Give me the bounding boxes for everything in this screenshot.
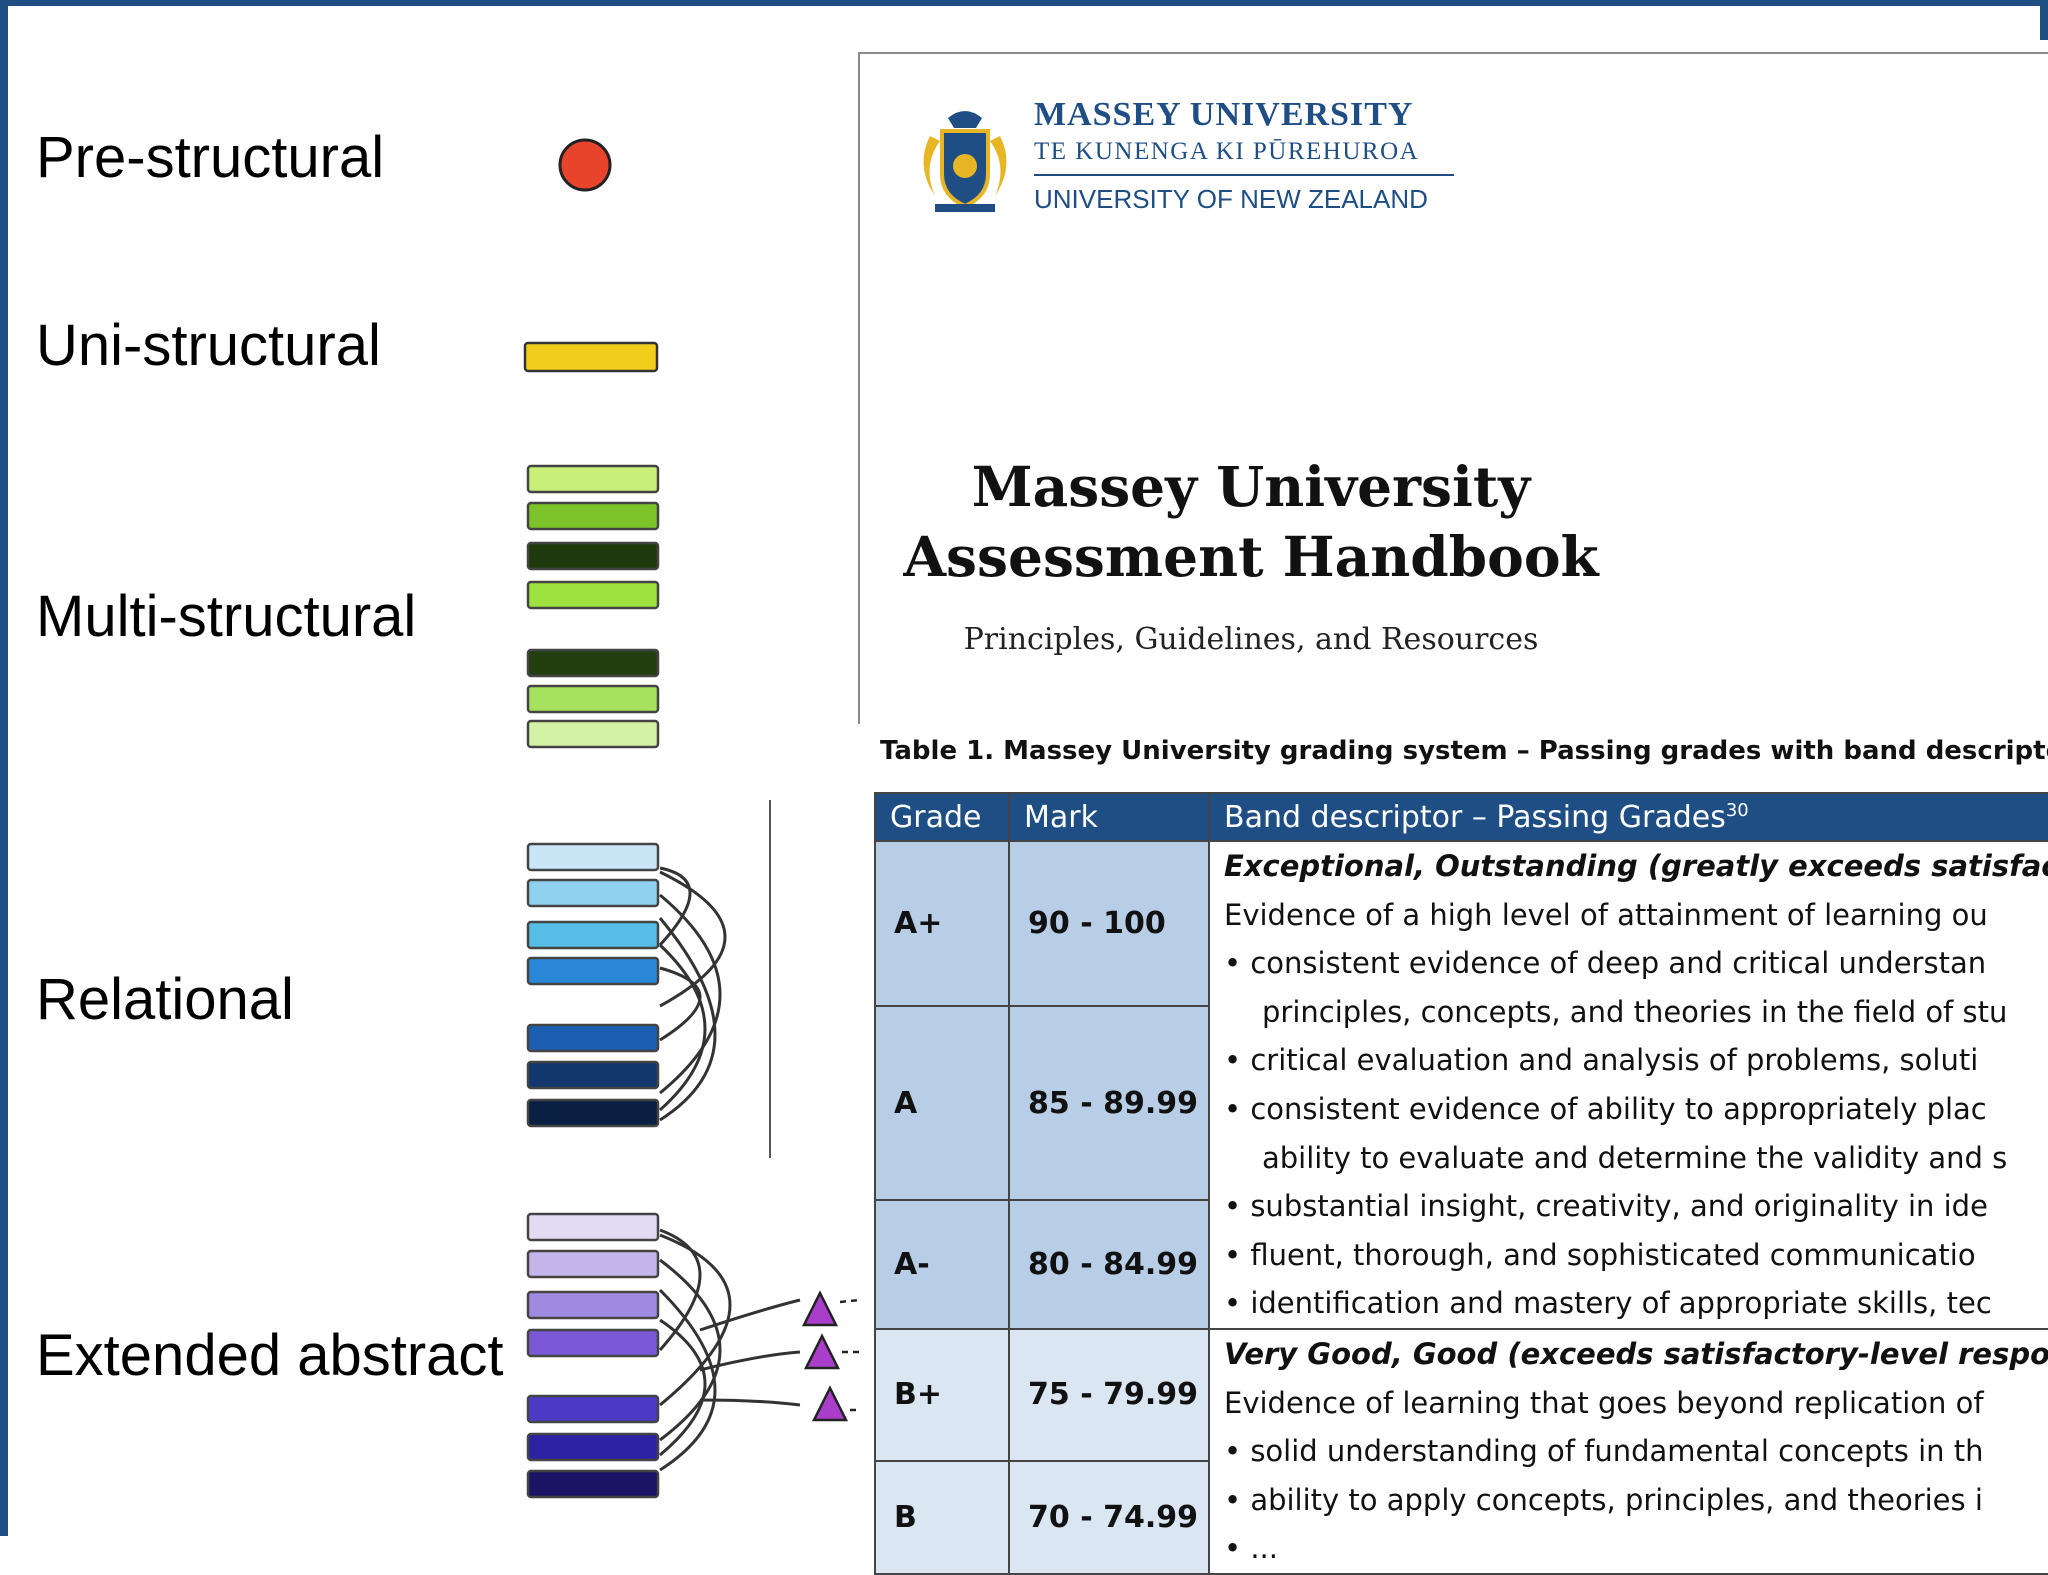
uni-structural-bar	[523, 341, 659, 373]
grade-header: Grade	[874, 792, 1010, 842]
extended-abstract-bars	[526, 1212, 660, 1499]
grade-cell: A	[874, 1004, 1010, 1202]
descriptor-cell: Exceptional, Outstanding (greatly exceed…	[1208, 840, 2048, 1330]
descriptor-bullet: • consistent evidence of deep and critic…	[1224, 946, 1987, 981]
solo-taxonomy-illustration	[523, 138, 860, 1499]
pre-structural-label: Pre-structural	[36, 125, 385, 190]
descriptor-line: ability to evaluate and determine the va…	[1262, 1140, 2008, 1175]
descriptor-heading: Very Good, Good (exceeds satisfactory-le…	[1224, 1336, 2048, 1371]
descriptor-bullet: • ...	[1224, 1531, 1278, 1566]
grade-cell: A+	[874, 840, 1010, 1007]
descriptor-bullet: • identification and mastery of appropri…	[1224, 1286, 1992, 1321]
extended-abstract-bar	[526, 1290, 660, 1320]
multi-structural-bar	[526, 580, 660, 610]
frame-edge	[2040, 0, 2048, 40]
multi-structural-bar	[526, 684, 660, 714]
handbook-cover: MASSEY UNIVERSITY TE KUNENGA KI PŪREHURO…	[858, 52, 2048, 724]
relational-bar	[526, 1060, 660, 1090]
descriptor-heading: Exceptional, Outstanding (greatly exceed…	[1224, 849, 2048, 883]
relational-bar	[526, 920, 660, 950]
descriptor-line: Evidence of learning that goes beyond re…	[1224, 1385, 1984, 1420]
multi-structural-label: Multi-structural	[36, 584, 417, 649]
relational-bars	[526, 842, 660, 1128]
handbook-title-line1: Massey University	[971, 454, 1531, 519]
mark-cell: 80 - 84.99	[1008, 1199, 1210, 1330]
descriptor-cell: Very Good, Good (exceeds satisfactory-le…	[1208, 1327, 2048, 1575]
extended-abstract-bar	[526, 1249, 660, 1279]
mark-cell: 70 - 74.99	[1008, 1459, 1210, 1575]
relational-bar	[526, 1023, 660, 1053]
descriptor-header-label: Band descriptor – Passing Grades	[1224, 799, 1726, 835]
grade-cell: B	[874, 1459, 1010, 1575]
pre-structural-dot	[558, 138, 612, 192]
mark-cell: 90 - 100	[1008, 840, 1210, 1007]
handbook-subtitle: Principles, Guidelines, and Resources	[963, 622, 1539, 657]
table-row: B+ 75 - 79.99 Very Good, Good (exceeds s…	[874, 1327, 2048, 1575]
extended-abstract-bar	[526, 1469, 660, 1499]
multi-structural-bar	[526, 648, 660, 678]
extended-abstract-bar	[526, 1432, 660, 1462]
slide-frame	[0, 0, 2048, 1536]
grading-table-section: Table 1. Massey University grading syste…	[866, 722, 2048, 1575]
extended-abstract-triangles	[801, 1290, 860, 1422]
extended-abstract-bar	[526, 1328, 660, 1358]
multi-structural-bars	[526, 464, 660, 749]
descriptor-bullet: • critical evaluation and analysis of pr…	[1224, 1043, 1979, 1078]
descriptor-bullet: • consistent evidence of ability to appr…	[1224, 1091, 1987, 1126]
triangle-icon	[803, 1333, 841, 1370]
descriptor-line: principles, concepts, and theories in th…	[1262, 994, 2008, 1029]
relational-label: Relational	[36, 967, 294, 1032]
triangle-icon	[801, 1290, 839, 1327]
table-caption: Table 1. Massey University grading syste…	[880, 736, 2048, 766]
descriptor-bullet: • substantial insight, creativity, and o…	[1224, 1189, 1988, 1224]
divider	[1034, 174, 1454, 176]
handbook-title-line2: Assessment Handbook	[903, 524, 1599, 589]
descriptor-line: Evidence of a high level of attainment o…	[1224, 897, 1988, 932]
descriptor-bullet: • ability to apply concepts, principles,…	[1224, 1482, 1983, 1517]
table-row: A 85 - 89.99	[874, 1004, 2048, 1202]
relational-connections	[658, 866, 727, 1122]
multi-structural-bar	[526, 501, 660, 531]
relational-bar	[526, 842, 660, 872]
extended-abstract-bar	[526, 1394, 660, 1424]
multi-structural-bar	[526, 719, 660, 749]
descriptor-bullet: • solid understanding of fundamental con…	[1224, 1434, 1984, 1469]
university-crest-icon	[923, 111, 1007, 212]
mark-cell: 85 - 89.99	[1008, 1004, 1210, 1202]
multi-structural-bar	[526, 464, 660, 494]
relational-bar	[526, 956, 660, 986]
university-name: MASSEY UNIVERSITY	[1034, 96, 1414, 133]
table-row: A- 80 - 84.99	[874, 1199, 2048, 1330]
grading-table: Grade Mark Band descriptor – Passing Gra…	[874, 792, 2048, 1575]
footnote-marker: 30	[1725, 799, 1749, 821]
uni-structural-label: Uni-structural	[36, 313, 381, 378]
descriptor-bullet: • fluent, thorough, and sophisticated co…	[1224, 1237, 1976, 1272]
grade-cell: B+	[874, 1327, 1010, 1462]
descriptor-header: Band descriptor – Passing Grades30	[1208, 792, 2048, 842]
extended-abstract-label: Extended abstract	[36, 1323, 504, 1388]
relational-bar	[526, 1098, 660, 1128]
mark-header: Mark	[1008, 792, 1210, 842]
table-row: A+ 90 - 100 Exceptional, Outstanding (gr…	[874, 840, 2048, 1330]
multi-structural-bar	[526, 541, 660, 571]
university-maori-name: TE KUNENGA KI PŪREHUROA	[1034, 138, 1420, 165]
extended-abstract-connections	[658, 1228, 801, 1472]
table-header-row: Grade Mark Band descriptor – Passing Gra…	[874, 792, 2048, 842]
university-subtitle: UNIVERSITY OF NEW ZEALAND	[1034, 184, 1428, 214]
extended-abstract-bar	[526, 1212, 660, 1242]
mark-cell: 75 - 79.99	[1008, 1327, 1210, 1462]
triangle-icon	[811, 1385, 849, 1422]
relational-bar	[526, 878, 660, 908]
grade-cell: A-	[874, 1199, 1010, 1330]
